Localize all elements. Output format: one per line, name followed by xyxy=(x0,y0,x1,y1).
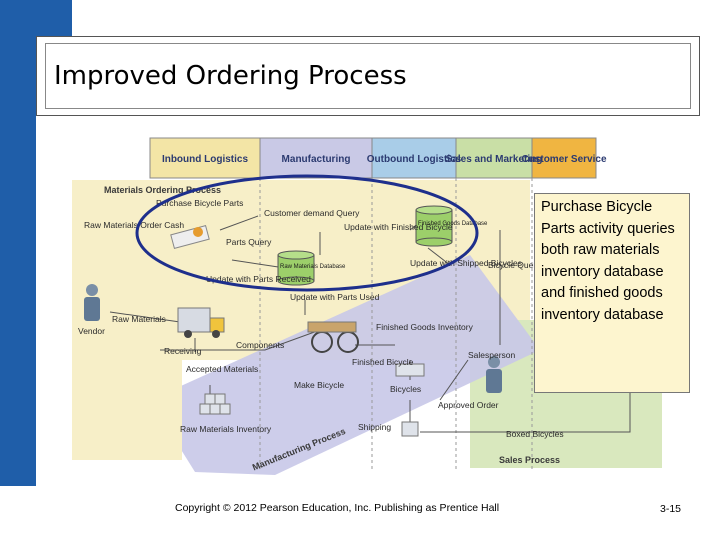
label-bicycles: Bicycles xyxy=(390,384,421,394)
label-accepted-materials: Accepted Materials xyxy=(186,364,258,374)
arrow xyxy=(231,259,286,269)
dept-label-inbound: Inbound Logistics xyxy=(162,154,249,165)
label-shipping: Shipping xyxy=(358,422,391,432)
purchase-desk-icon xyxy=(170,224,210,250)
sales-process-title: Sales Process xyxy=(499,455,560,465)
title-box: Improved Ordering Process xyxy=(36,36,700,116)
label-customer-demand-query: Customer demand Query xyxy=(264,208,360,218)
boxes-icon xyxy=(199,393,231,415)
arrow xyxy=(420,390,631,433)
finished-goods-database xyxy=(415,205,453,247)
label-update-finished-bicycle: Update with Finished Bicycle xyxy=(344,222,453,232)
manufacturing-process-band xyxy=(150,255,540,475)
arrow xyxy=(160,329,321,351)
label-finished-bicycle: Finished Bicycle xyxy=(352,357,414,367)
arrow xyxy=(109,311,181,323)
arrow xyxy=(219,215,259,231)
label-approved-order: Approved Order xyxy=(438,400,499,410)
dept-label-sales: Sales and Marketing xyxy=(446,154,543,165)
label-raw-materials-database: Raw Materials Database xyxy=(280,264,346,270)
label-update-parts-received: Update with Parts Received xyxy=(206,274,311,284)
salesperson-icon xyxy=(486,356,502,393)
arrow xyxy=(427,247,451,266)
label-bicycle-query: Bicycle Query xyxy=(488,260,541,270)
slide-number: 3-15 xyxy=(660,503,682,515)
label-salesperson: Salesperson xyxy=(468,350,516,360)
arrow xyxy=(439,359,469,401)
label-raw-materials-inventory: Raw Materials Inventory xyxy=(180,424,272,434)
accent-bar-top xyxy=(36,0,72,40)
dept-inbound-logistics xyxy=(149,137,261,179)
dept-label-service: Customer Service xyxy=(521,154,606,165)
bicycle-stack-icon xyxy=(395,363,425,377)
label-purchase-bicycle-parts: Purchase Bicycle Parts xyxy=(156,198,243,208)
materials-ordering-title: Materials Ordering Process xyxy=(104,185,221,195)
label-parts-query: Parts Query xyxy=(226,237,272,247)
label-components: Components xyxy=(236,340,284,350)
label-raw-materials-order-cash: Raw Materials Order Cash xyxy=(84,220,184,230)
shipping-box-icon xyxy=(401,421,419,437)
label-boxed-bicycles: Boxed Bicycles xyxy=(506,429,564,439)
label-vendor: Vendor xyxy=(78,326,105,336)
dept-label-manufacturing: Manufacturing xyxy=(282,154,351,165)
label-make-bicycle: Make Bicycle xyxy=(294,380,344,390)
title-inner-frame: Improved Ordering Process xyxy=(45,43,691,109)
truck-icon xyxy=(177,307,225,338)
dept-customer-service xyxy=(531,137,597,179)
dept-label-outbound: Outbound Logistics xyxy=(367,154,462,165)
vendor-icon xyxy=(84,284,100,321)
bicycle-icon xyxy=(307,321,359,353)
slide-title: Improved Ordering Process xyxy=(54,61,407,91)
dept-sales-marketing xyxy=(455,137,533,179)
label-finished-goods-database: Finished Goods Database xyxy=(418,221,488,227)
raw-materials-database xyxy=(277,250,315,286)
label-finished-goods-inventory: Finished Goods Inventory xyxy=(376,322,474,332)
label-receiving: Receiving xyxy=(164,346,202,356)
accent-bar-left xyxy=(0,0,36,486)
label-raw-materials: Raw Materials xyxy=(112,314,166,324)
label-update-shipped-bicycles: Update with Shipped Bicycles xyxy=(410,258,522,268)
callout-text: Purchase Bicycle Parts activity queries … xyxy=(541,199,675,323)
label-update-parts-used: Update with Parts Used xyxy=(290,292,380,302)
inventory-area xyxy=(72,360,182,460)
copyright-text: Copyright © 2012 Pearson Education, Inc.… xyxy=(175,502,500,514)
callout-box: Purchase Bicycle Parts activity queries … xyxy=(534,193,690,393)
highlight-ellipse xyxy=(135,174,479,292)
